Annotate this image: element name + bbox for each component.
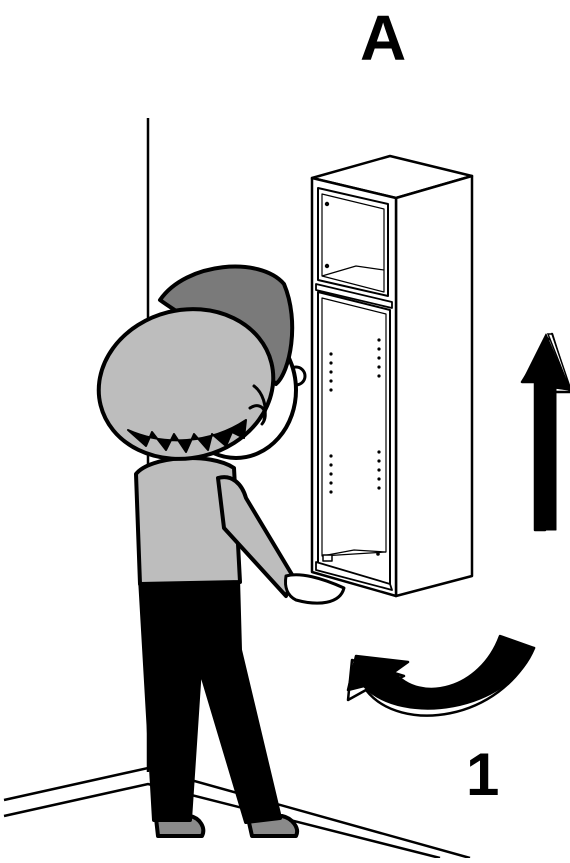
up-arrow-icon	[522, 334, 570, 530]
step-letter: A	[360, 6, 406, 70]
step-number: 1	[466, 745, 499, 805]
person-figure	[83, 267, 344, 836]
rotate-arrow-icon	[348, 636, 534, 716]
tall-cabinet	[312, 156, 472, 596]
